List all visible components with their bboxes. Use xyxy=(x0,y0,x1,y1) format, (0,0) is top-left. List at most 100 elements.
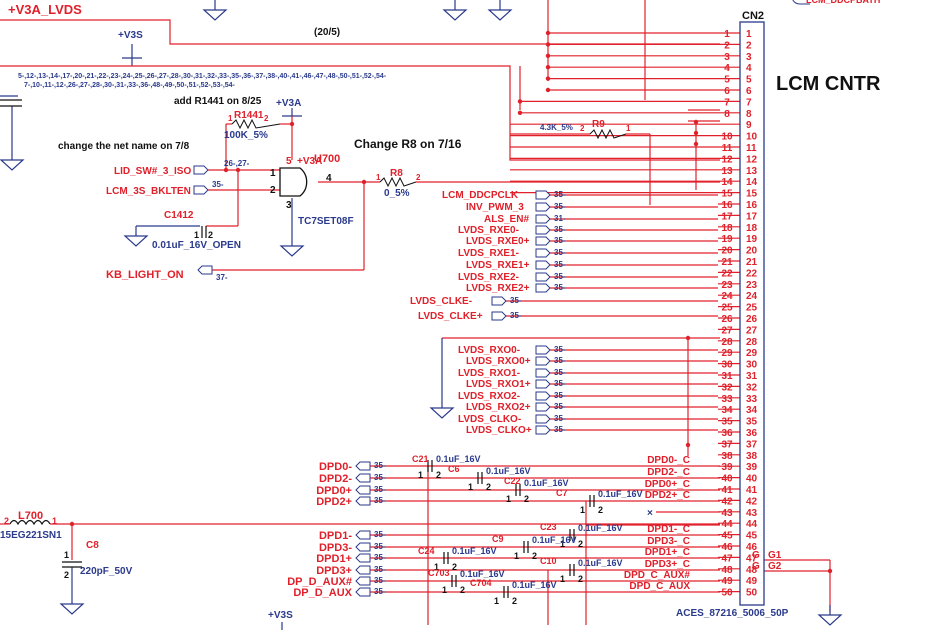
offpage-connector xyxy=(535,391,551,401)
connector-pin-number-inner: 32 xyxy=(721,382,733,393)
connector-pin-number: 39 xyxy=(746,462,758,473)
connector-pin-number-inner: 47 xyxy=(721,553,733,564)
dp-output-label: DPD0+_C xyxy=(645,479,690,490)
offpage-connector xyxy=(535,425,551,435)
offpage-ref: 35- xyxy=(374,461,386,470)
net-lvds-clko-: LVDS_CLKO- xyxy=(458,414,521,425)
connector-pin-number: 35 xyxy=(746,417,758,428)
v3a-lvds-rail xyxy=(0,19,720,45)
connector-pin-number: 6 xyxy=(746,86,752,97)
dp-cap-pin: 1 xyxy=(468,482,473,492)
ref-lid-sw: 26-,27- xyxy=(224,159,250,168)
offpage-ref: 35- xyxy=(554,425,566,434)
offpage-connector xyxy=(355,565,371,575)
net-lvds-rxo2-: LVDS_RXO2- xyxy=(458,391,520,402)
c8-value: 220pF_50V xyxy=(80,566,133,577)
bklten-flag xyxy=(193,185,209,195)
connector-pin-number: 18 xyxy=(746,223,758,234)
offpage-connector xyxy=(535,190,551,200)
dp-cap-pin: 2 xyxy=(598,505,603,515)
connector-pin-number-inner: 3 xyxy=(724,52,730,63)
junction-dot xyxy=(69,521,75,527)
junction-dot xyxy=(827,568,833,574)
dp-cap-value: 0.1uF_16V xyxy=(578,558,623,568)
r1441-pin: 1 xyxy=(228,114,233,123)
r8-pin: 1 xyxy=(376,173,381,182)
dp-cap-pin: 1 xyxy=(494,596,499,606)
connector-pin-number-inner: 48 xyxy=(721,565,733,576)
net-lvds-rxe0-: LVDS_RXE0- xyxy=(458,225,519,236)
connector-pin-number: 33 xyxy=(746,394,758,405)
offpage-ref: 35- xyxy=(554,236,566,245)
connector-pin-number: 9 xyxy=(746,120,752,131)
offpage-ref: 35- xyxy=(510,311,522,320)
junction-dot xyxy=(685,442,691,448)
connector-pin-number: 11 xyxy=(746,143,757,154)
c8-ref: C8 xyxy=(86,540,99,551)
net-lvds-rxe0-: LVDS_RXE0+ xyxy=(466,236,530,247)
junction-dot xyxy=(685,335,691,341)
offpage-ref: 35- xyxy=(554,248,566,257)
net-lid-sw: LID_SW#_3_ISO xyxy=(114,166,191,177)
ground-u700 xyxy=(279,236,305,257)
offpage-connector xyxy=(535,214,551,224)
junction-dot xyxy=(545,30,551,36)
connector-pin-number: 19 xyxy=(746,234,758,245)
offpage-ref: 35- xyxy=(554,368,566,377)
net-lvds-rxo1-: LVDS_RXO1- xyxy=(458,368,520,379)
connector-pin-number-inner: 4 xyxy=(724,63,730,74)
connector-pin-number: 5 xyxy=(746,75,752,86)
connector-pin-number-inner: 13 xyxy=(721,166,733,177)
connector-pin-number-inner: 34 xyxy=(721,405,733,416)
junction-dot xyxy=(545,42,551,47)
c8-pin: 1 xyxy=(64,550,69,560)
connector-pin-number: 46 xyxy=(746,542,758,553)
l700-pin: 2 xyxy=(4,516,9,526)
ground-pin-label: G xyxy=(752,550,760,561)
offpage-connector xyxy=(491,311,507,321)
dp-output-label: DPD_C_AUX xyxy=(629,581,690,592)
c1412-value: 0.01uF_16V_OPEN xyxy=(152,240,241,251)
offpage-ref: 35- xyxy=(374,565,386,574)
r1441-value: 100K_5% xyxy=(224,130,268,141)
offpage-ref: 35- xyxy=(554,379,566,388)
ground-c8 xyxy=(59,594,85,615)
dp-cap-pin: 2 xyxy=(578,539,583,549)
net-dpd3-: DPD3- xyxy=(319,542,352,554)
power-rail-v3s: +V3S xyxy=(118,30,143,41)
ground-mark xyxy=(442,9,468,21)
connector-pin-number: 14 xyxy=(746,177,758,188)
dp-cap-ref: C704 xyxy=(470,578,492,588)
offpage-connector xyxy=(535,225,551,235)
connector-pin-number-inner: 14 xyxy=(721,177,733,188)
note-add-r1441: add R1441 on 8/25 xyxy=(174,96,262,107)
offpage-ref: 35- xyxy=(374,576,386,585)
dp-cap-pin: 2 xyxy=(512,596,517,606)
offpage-ref: 35- xyxy=(554,190,566,199)
net-dpd2-: DPD2- xyxy=(319,473,352,485)
connector-pin-number: 3 xyxy=(746,52,752,63)
dp-cap-pin: 1 xyxy=(580,505,585,515)
connector-pin-number: 50 xyxy=(746,588,758,599)
connector-pin-number: 15 xyxy=(746,189,758,200)
connector-pin-number: 25 xyxy=(746,303,758,314)
offpage-connector xyxy=(355,485,371,495)
c1412-pin: 1 xyxy=(194,230,199,240)
ground-pin-name: G2 xyxy=(768,561,782,572)
offpage-ref: 35- xyxy=(374,473,386,482)
u700-part: TC7SET08F xyxy=(298,216,354,227)
dp-cap-pin: 2 xyxy=(436,470,441,480)
offpage-ref: 35- xyxy=(510,296,522,305)
dp-cap-pin: 2 xyxy=(524,494,529,504)
connector-pin-number-inner: 38 xyxy=(721,451,733,462)
u700-pin-hidden: +V3A xyxy=(297,156,322,167)
lid-sw-flag xyxy=(193,165,209,175)
connector-pin-number: 34 xyxy=(746,405,758,416)
dp-cap-value: 0.1uF_16V xyxy=(452,546,497,556)
connector-pin-number-inner: 17 xyxy=(721,211,733,222)
connector-pin-number-inner: 24 xyxy=(721,291,733,302)
connector-pin-number: 38 xyxy=(746,451,758,462)
connector-pin-number-inner: 35 xyxy=(721,417,733,428)
net-inv-pwm-3: INV_PWM_3 xyxy=(466,202,524,213)
